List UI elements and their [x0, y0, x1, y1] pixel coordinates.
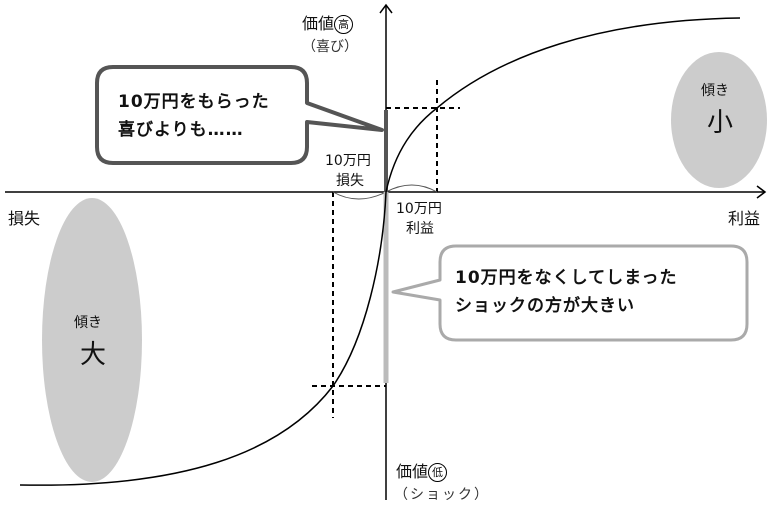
- x-axis-arrow-icon: [756, 185, 767, 199]
- gain-word-label: 利益: [406, 221, 434, 237]
- loss-callout-text: 10万円をなくしてしまった ショックの方が大きい: [455, 264, 677, 320]
- slope-small-ellipse: [671, 52, 767, 188]
- slope-large-label: 傾き: [74, 315, 102, 331]
- y-axis-bottom-sublabel: （ショック）: [394, 487, 490, 503]
- x-axis-right-label: 利益: [728, 209, 761, 228]
- gain-brace: [385, 184, 438, 193]
- slope-small-value: 小: [707, 108, 734, 138]
- y-axis-top-sublabel: （喜び）: [302, 39, 358, 55]
- loss-brace: [332, 191, 387, 200]
- loss-amount-label: 10万円: [325, 153, 371, 169]
- slope-small-label: 傾き: [701, 83, 729, 99]
- value-curve: [385, 17, 741, 193]
- x-axis-left-label: 損失: [8, 209, 41, 228]
- loss-callout-line: ショックの方が大きい: [455, 296, 635, 316]
- gain-callout-text: 10万円をもらった 喜びよりも……: [118, 88, 270, 144]
- loss-callout-bubble: [391, 244, 749, 342]
- gain-amount-label: 10万円: [396, 201, 442, 217]
- gain-callout-bubble: [95, 65, 384, 165]
- y-axis-arrow-icon: [379, 3, 393, 14]
- y-axis-bottom-label: 価値低: [396, 458, 448, 482]
- loss-word-label: 損失: [336, 173, 364, 189]
- dashed-guides: [312, 80, 460, 418]
- slope-large-ellipse: [42, 198, 142, 482]
- gain-callout-line: 喜びよりも……: [118, 120, 244, 140]
- slope-large-value: 大: [80, 340, 107, 370]
- gain-callout-line: 10万円をもらった: [118, 92, 270, 112]
- value-curve-loss: [19, 191, 387, 486]
- y-axis-top-label: 価値高: [302, 10, 354, 34]
- loss-callout-line: 10万円をなくしてしまった: [455, 268, 678, 288]
